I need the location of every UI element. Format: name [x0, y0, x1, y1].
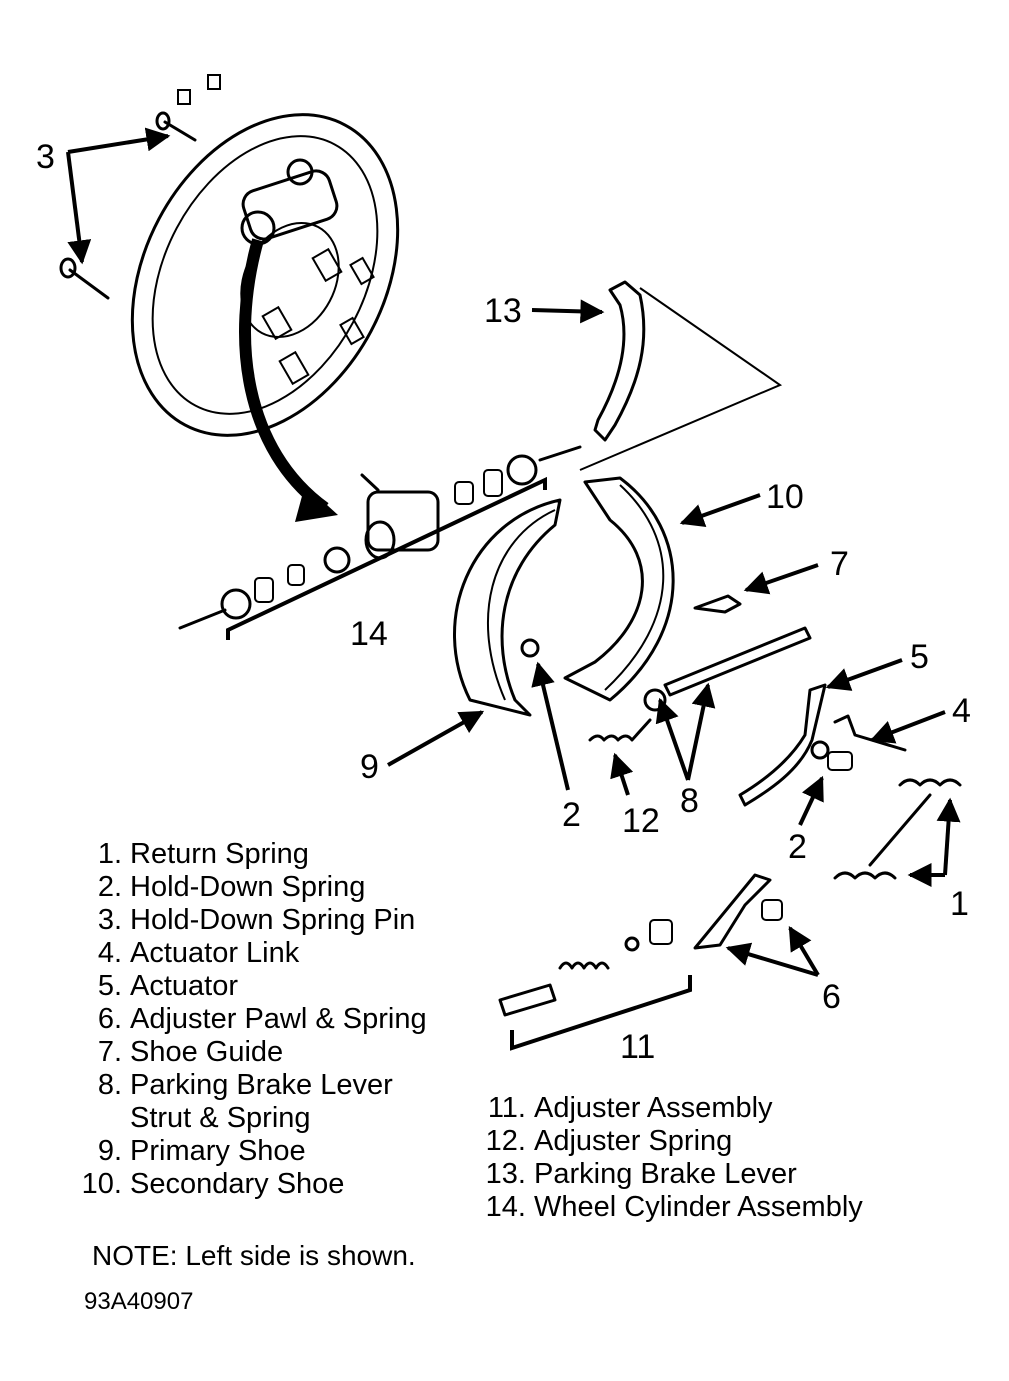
legend-item: 2.Hold-Down Spring — [97, 871, 366, 903]
secondary-shoe — [563, 476, 675, 702]
callout-6: 6 — [822, 978, 841, 1016]
callout-7: 7 — [830, 545, 849, 583]
callout-13: 13 — [484, 292, 522, 330]
hold-down-spring-right — [810, 740, 853, 771]
hold-down-pin-bottom — [59, 257, 110, 300]
shoe-guide — [693, 594, 742, 614]
legend-item: Strut & Spring — [130, 1102, 311, 1134]
legend-item: 14.Wheel Cylinder Assembly — [485, 1191, 863, 1223]
legend-item: 5.Actuator — [97, 970, 238, 1002]
legend-item: 6.Adjuster Pawl & Spring — [97, 1003, 427, 1035]
callout-4: 4 — [952, 692, 971, 730]
legend-right: 11.Adjuster Assembly 12.Adjuster Spring … — [478, 1092, 863, 1224]
parking-brake-lever — [579, 280, 783, 471]
adjuster-pawl — [693, 873, 783, 950]
callout-2-left: 2 — [562, 796, 581, 834]
leader-arrows — [66, 127, 961, 977]
legend-item: 9.Primary Shoe — [97, 1135, 306, 1167]
parking-brake-strut — [643, 626, 812, 712]
exploded-view-arrow — [239, 238, 329, 513]
legend-item: 4.Actuator Link — [97, 937, 300, 969]
actuator — [738, 683, 827, 807]
legend-item: 3.Hold-Down Spring Pin — [97, 904, 416, 936]
legend-item: 12.Adjuster Spring — [485, 1125, 733, 1157]
legend-item: 1.Return Spring — [97, 838, 309, 870]
adjuster-spring — [588, 718, 652, 742]
callout-3: 3 — [36, 138, 55, 176]
exploded-view-arrowhead — [295, 485, 338, 522]
note-text: NOTE: Left side is shown. — [92, 1240, 416, 1271]
legend-item: 13.Parking Brake Lever — [485, 1158, 797, 1190]
wheel-cylinder-assembly — [178, 445, 582, 640]
legend-left: 1.Return Spring 2.Hold-Down Spring 3.Hol… — [74, 838, 427, 1201]
callout-2-right: 2 — [788, 828, 807, 866]
primary-shoe — [453, 498, 562, 717]
callout-9: 9 — [360, 748, 379, 786]
callout-10: 10 — [766, 478, 804, 516]
legend-item: 10.Secondary Shoe — [81, 1168, 345, 1200]
callout-11: 11 — [620, 1028, 655, 1066]
legend-item: 8.Parking Brake Lever — [97, 1069, 393, 1101]
callout-12: 12 — [622, 802, 660, 840]
callout-1: 1 — [950, 885, 969, 923]
backing-plate — [130, 113, 400, 437]
callout-14: 14 — [350, 615, 388, 653]
hold-down-pin-top — [155, 74, 221, 142]
callout-5: 5 — [910, 638, 929, 676]
return-spring — [833, 778, 962, 880]
adjuster-assembly — [498, 919, 692, 1051]
figure-id: 93A40907 — [84, 1288, 194, 1315]
legend-item: 11.Adjuster Assembly — [487, 1092, 773, 1124]
callout-8: 8 — [680, 782, 699, 820]
legend-item: 7.Shoe Guide — [97, 1036, 284, 1068]
